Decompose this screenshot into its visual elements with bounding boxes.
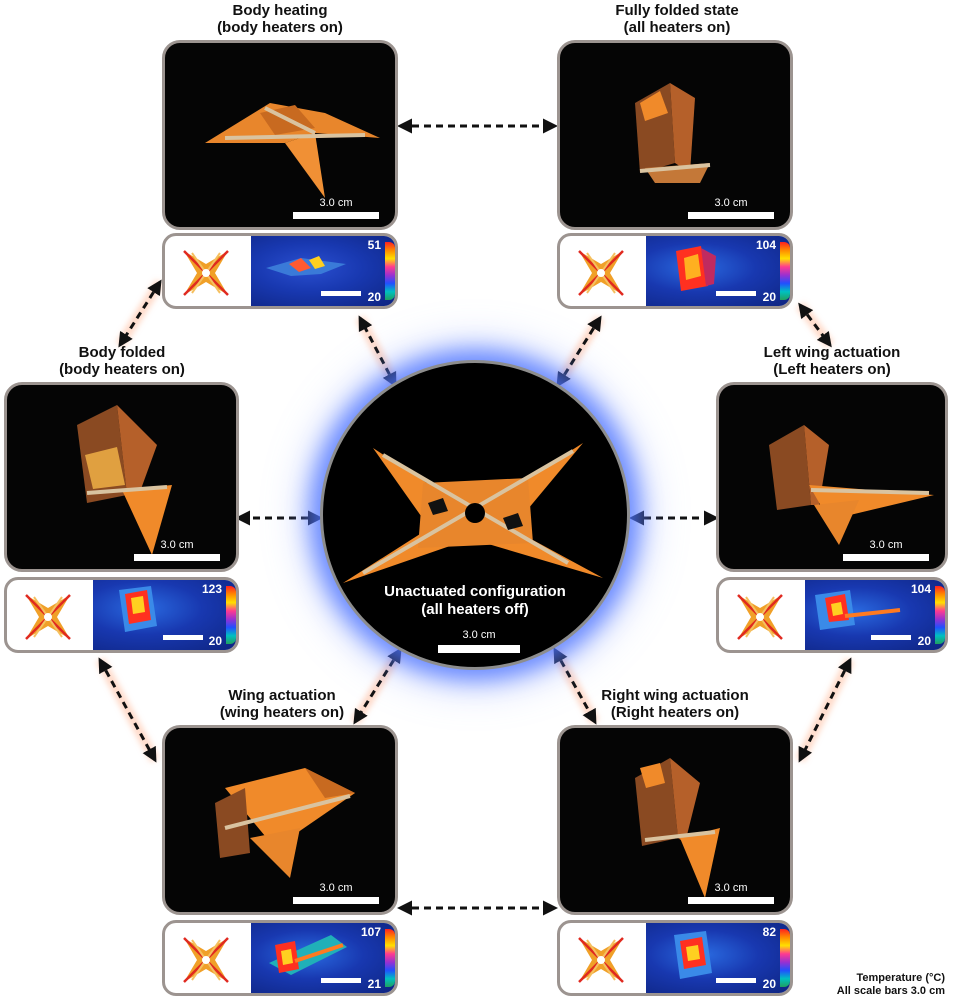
thermal-scale-bar bbox=[321, 291, 361, 296]
thermal-hotspot bbox=[269, 935, 347, 975]
thermal-hotspot bbox=[674, 931, 712, 979]
thermal-image: 104 20 bbox=[646, 236, 790, 306]
pattern-center bbox=[202, 269, 210, 277]
heater-pattern-diagram bbox=[578, 250, 624, 296]
temperature-min: 20 bbox=[208, 634, 222, 648]
scale-bar: 3.0 cm bbox=[293, 197, 379, 221]
temperature-max: 107 bbox=[360, 925, 381, 939]
arrow-body-heating-to-body-folded bbox=[118, 279, 162, 348]
thermal-scale-bar bbox=[321, 978, 361, 983]
temperature-min: 20 bbox=[917, 634, 931, 648]
arrow-fully-folded-to-left-wing bbox=[798, 302, 832, 348]
photo-wing-actuation: 3.0 cm bbox=[162, 725, 398, 915]
temperature-max: 51 bbox=[367, 238, 381, 252]
panel-title-right-wing: Right wing actuation (Right heaters on) bbox=[601, 687, 749, 721]
photo-fully-folded: 3.0 cm bbox=[557, 40, 793, 230]
temperature-min: 20 bbox=[762, 977, 776, 991]
temperature-max: 123 bbox=[201, 582, 222, 596]
thermal-hotspot bbox=[266, 256, 346, 276]
unactuated-configuration-circle: Unactuated configuration (all heaters of… bbox=[320, 360, 630, 670]
thermal-strip-right-wing: 82 20 bbox=[557, 920, 793, 996]
thermal-hotspot bbox=[119, 586, 157, 632]
temperature-max: 104 bbox=[755, 238, 776, 252]
scale-bar: 3.0 cm bbox=[688, 882, 774, 906]
thermal-strip-fully-folded: 104 20 bbox=[557, 233, 793, 309]
thermal-strip-left-wing: 104 20 bbox=[716, 577, 948, 653]
temperature-min: 21 bbox=[367, 977, 381, 991]
pattern-center bbox=[44, 613, 52, 621]
arrow-left-wing-to-right-wing bbox=[798, 657, 852, 763]
photo-left-wing: 3.0 cm bbox=[716, 382, 948, 572]
thermal-strip-wing-actuation: 107 21 bbox=[162, 920, 398, 996]
temperature-max: 104 bbox=[910, 582, 931, 596]
thermal-image: 82 20 bbox=[646, 923, 790, 993]
thermal-strip-body-folded: 123 20 bbox=[4, 577, 239, 653]
temperature-max: 82 bbox=[762, 925, 776, 939]
thermal-scale-bar bbox=[871, 635, 911, 640]
thermal-image: 104 20 bbox=[805, 580, 945, 650]
heater-pattern-diagram bbox=[183, 937, 229, 983]
origami-model-right-wing bbox=[635, 758, 720, 898]
heater-pattern-diagram bbox=[737, 594, 783, 640]
thermal-hotspot bbox=[676, 246, 716, 291]
temperature-colorbar bbox=[780, 242, 790, 300]
panel-title-body-heating: Body heating (body heaters on) bbox=[217, 2, 343, 36]
photo-body-folded: 3.0 cm bbox=[4, 382, 239, 572]
thermal-hotspot bbox=[815, 590, 901, 630]
origami-model-body-heating bbox=[205, 103, 380, 198]
origami-model-left-wing bbox=[769, 425, 934, 545]
arrow-center-to-wing-actuation bbox=[353, 647, 402, 725]
panel-title-wing-actuation: Wing actuation (wing heaters on) bbox=[219, 687, 345, 721]
center-title: Unactuated configuration (all heaters of… bbox=[384, 583, 566, 618]
scale-bar: 3.0 cm bbox=[293, 882, 379, 906]
figure-footnote: Temperature (°C) All scale bars 3.0 cm bbox=[836, 972, 945, 997]
scale-bar: 3.0 cm bbox=[688, 197, 774, 221]
photo-right-wing: 3.0 cm bbox=[557, 725, 793, 915]
pattern-center bbox=[202, 956, 210, 964]
pattern-center bbox=[597, 269, 605, 277]
heater-pattern-diagram bbox=[25, 594, 71, 640]
thermal-image: 123 20 bbox=[93, 580, 236, 650]
thermal-scale-bar bbox=[163, 635, 203, 640]
pattern-center bbox=[597, 956, 605, 964]
origami-model-body-folded bbox=[77, 405, 172, 555]
center-scale-bar: 3.0 cm bbox=[438, 629, 520, 653]
temperature-colorbar bbox=[780, 929, 790, 987]
thermal-image: 51 20 bbox=[251, 236, 395, 306]
thermal-scale-bar bbox=[716, 978, 756, 983]
temperature-colorbar bbox=[385, 929, 395, 987]
scale-bar: 3.0 cm bbox=[843, 539, 929, 563]
temperature-min: 20 bbox=[367, 290, 381, 304]
temperature-colorbar bbox=[226, 586, 236, 644]
temperature-min: 20 bbox=[762, 290, 776, 304]
panel-title-fully-folded: Fully folded state (all heaters on) bbox=[615, 2, 739, 36]
origami-model-fully-folded bbox=[635, 83, 711, 183]
temperature-colorbar bbox=[935, 586, 945, 644]
origami-flat-model bbox=[343, 443, 603, 583]
panel-title-body-folded: Body folded (body heaters on) bbox=[59, 344, 185, 378]
arrow-center-to-fully-folded bbox=[556, 315, 602, 388]
scale-bar: 3.0 cm bbox=[134, 539, 220, 563]
thermal-strip-body-heating: 51 20 bbox=[162, 233, 398, 309]
temperature-colorbar bbox=[385, 242, 395, 300]
pattern-center bbox=[756, 613, 764, 621]
origami-model-wing-actuation bbox=[215, 768, 355, 878]
heater-pattern-diagram bbox=[183, 250, 229, 296]
arrow-center-to-body-heating bbox=[358, 315, 397, 388]
thermal-scale-bar bbox=[716, 291, 756, 296]
photo-body-heating: 3.0 cm bbox=[162, 40, 398, 230]
heater-pattern-diagram bbox=[578, 937, 624, 983]
arrow-center-to-right-wing bbox=[553, 647, 597, 725]
panel-title-left-wing: Left wing actuation (Left heaters on) bbox=[763, 344, 901, 378]
thermal-image: 107 21 bbox=[251, 923, 395, 993]
